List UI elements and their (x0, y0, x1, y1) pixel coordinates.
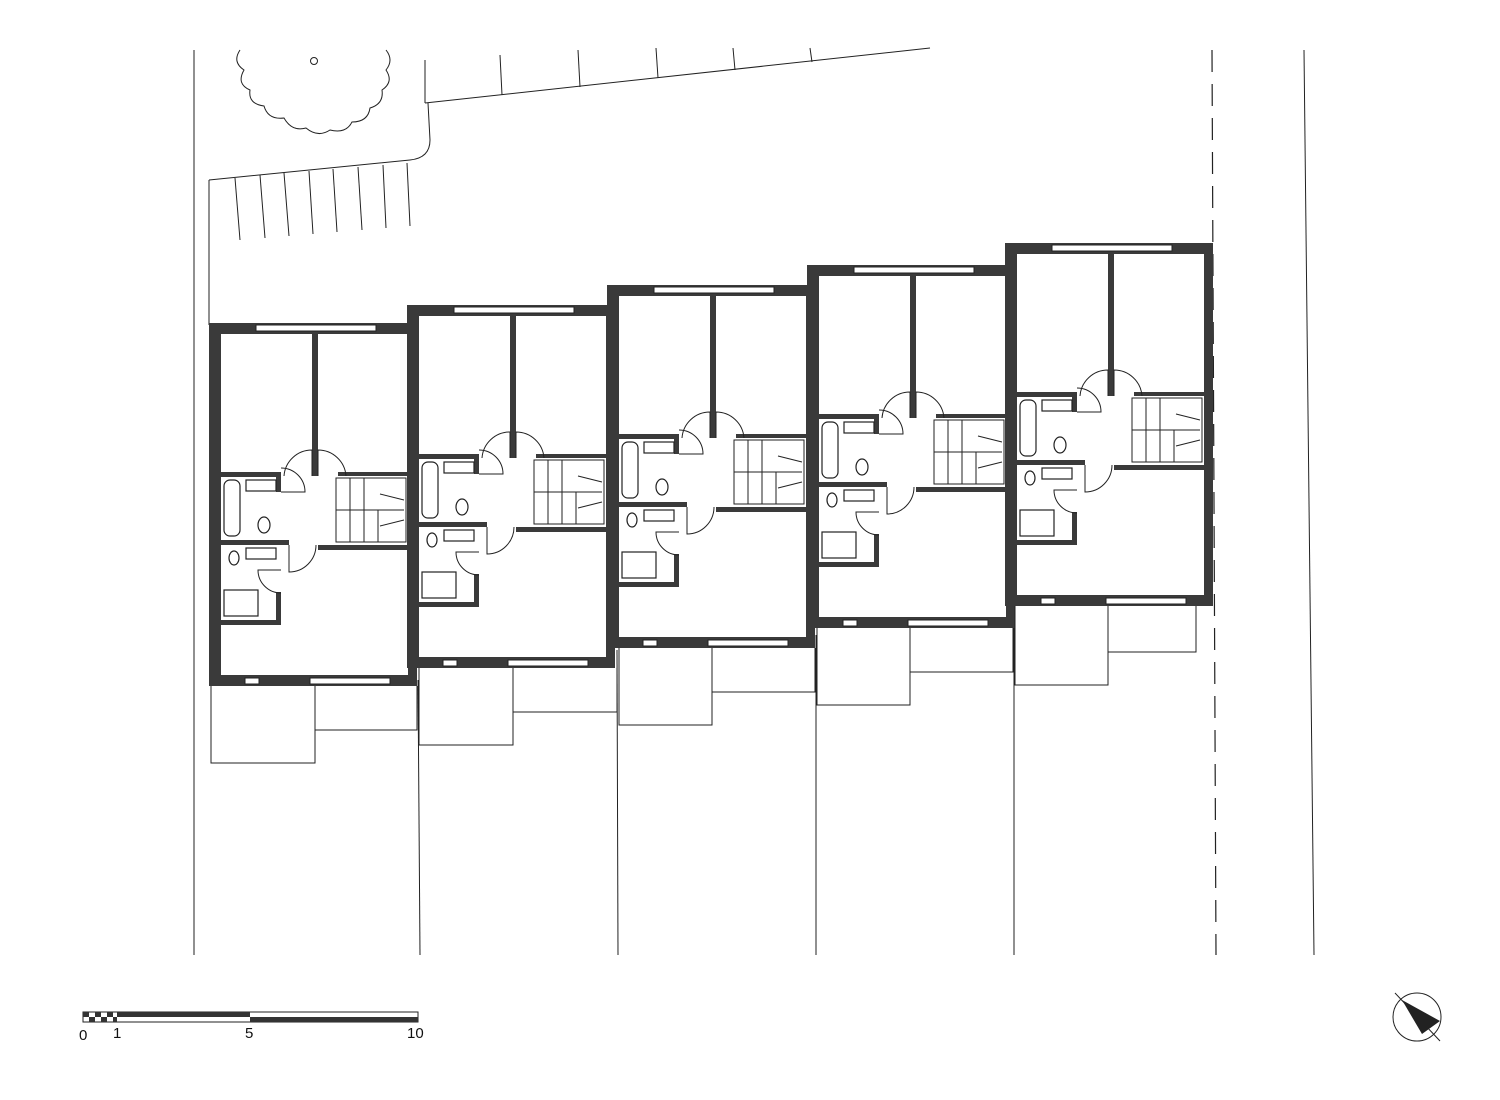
tree-icon (236, 49, 391, 134)
rear-terraces (210, 606, 1197, 764)
scale-bar: 0 1 5 10 (79, 1011, 424, 1044)
scale-label-1: 1 (113, 1025, 121, 1042)
house-unit-4 (807, 265, 1015, 628)
house-unit-3 (607, 285, 815, 648)
scale-label-5: 5 (245, 1025, 253, 1042)
scale-label-10: 10 (407, 1025, 424, 1042)
boundary-dashed-line (1211, 49, 1217, 956)
house-unit-5 (1005, 243, 1213, 606)
house-unit-1 (209, 323, 417, 686)
house-unit-2 (407, 305, 615, 668)
scale-label-0: 0 (79, 1027, 87, 1044)
site-context (193, 47, 1315, 956)
north-arrow-icon (1392, 992, 1442, 1042)
